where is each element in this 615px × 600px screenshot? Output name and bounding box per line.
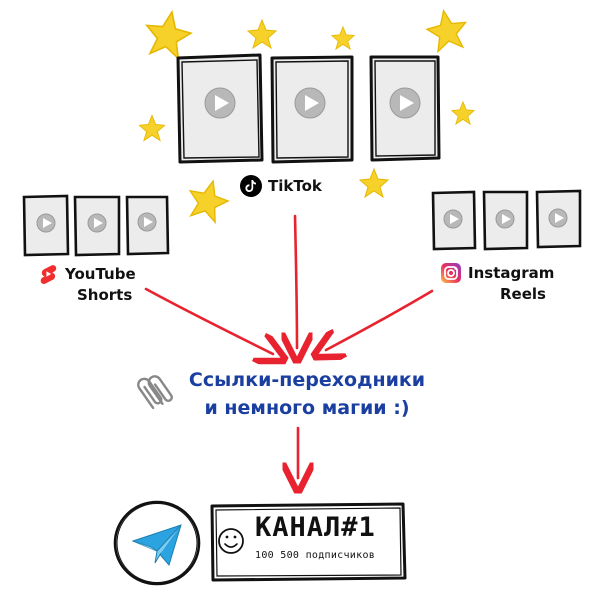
- play-icon: [443, 209, 463, 229]
- channel-name: КАНАЛ#1: [255, 512, 376, 543]
- hub-line1: Ссылки-переходники: [188, 369, 426, 391]
- channel-subscribers: 100 500 подписчиков: [255, 550, 376, 561]
- arrow-youtube: [144, 287, 273, 354]
- tiktok-icon: [240, 175, 262, 197]
- telegram-plane-icon: [131, 524, 182, 567]
- tiktok-videos: [176, 53, 441, 164]
- youtube-shorts-icon: [40, 265, 57, 284]
- smiley-icon: [218, 528, 244, 554]
- star-icon: [331, 26, 355, 50]
- star-icon: [183, 175, 233, 225]
- play-icon: [548, 208, 568, 228]
- channel-card: [210, 502, 407, 582]
- tiktok-label: TikTok: [240, 175, 322, 197]
- tiktok-label-text: TikTok: [268, 177, 322, 195]
- video-tile: [270, 55, 354, 164]
- video-tile: [176, 53, 264, 164]
- hub-line2: и немного магии :): [204, 397, 410, 419]
- video-tile: [369, 55, 441, 162]
- instagram-videos: [431, 189, 582, 251]
- star-icon: [451, 101, 475, 125]
- play-icon: [137, 212, 157, 232]
- youtube-label-line1: YouTube: [65, 265, 136, 283]
- arrow-instagram: [326, 289, 434, 350]
- telegram-avatar: [113, 500, 201, 586]
- play-icon: [87, 213, 107, 233]
- video-tile: [73, 195, 121, 257]
- video-tile: [22, 194, 70, 257]
- star-icon: [423, 6, 471, 54]
- star-icon: [138, 114, 166, 142]
- play-icon: [294, 87, 326, 119]
- star-icon: [247, 19, 277, 49]
- youtube-videos: [22, 194, 170, 257]
- play-icon: [36, 213, 56, 233]
- video-tile: [125, 195, 170, 256]
- play-icon: [389, 87, 421, 119]
- hub-text: Ссылки-переходники и немного магии :): [172, 366, 442, 422]
- video-tile: [431, 190, 477, 251]
- instagram-icon: [441, 263, 461, 283]
- arrow-tiktok: [295, 214, 297, 348]
- arrows: [144, 214, 434, 478]
- video-tile: [482, 190, 529, 251]
- instagram-label-line1: Instagram: [468, 264, 555, 282]
- instagram-label-line2: Reels: [500, 285, 546, 303]
- video-tile: [535, 189, 582, 249]
- play-icon: [204, 87, 236, 119]
- star-icon: [359, 168, 389, 198]
- paperclip-icon: [137, 375, 173, 410]
- play-icon: [495, 209, 515, 229]
- instagram-label: Instagram Reels: [440, 262, 554, 304]
- youtube-label-line2: Shorts: [77, 286, 133, 304]
- star-icon: [141, 7, 195, 61]
- youtube-label: YouTube Shorts: [37, 263, 136, 305]
